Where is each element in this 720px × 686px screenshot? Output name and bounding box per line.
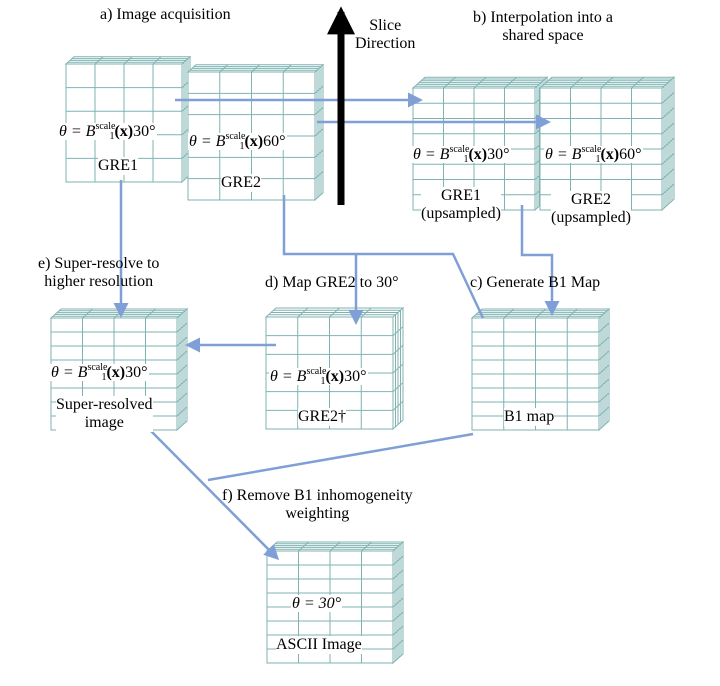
gre2-upsampled-label: GRE2(upsampled) <box>551 191 631 227</box>
gre2-equation: θ = Bscale1(x)60° <box>188 131 287 152</box>
b1map-volume <box>470 307 611 432</box>
b1map-label: B1 map <box>504 408 555 426</box>
step-a-label: a) Image acquisition <box>100 6 231 23</box>
gre1-upsampled-label: GRE1(upsampled) <box>421 187 501 223</box>
gre2dag-equation: θ = Bscale1(x)30° <box>269 366 368 387</box>
upsampled-to-b1map-arrow <box>520 205 560 316</box>
flow-arrows <box>113 92 560 561</box>
ascii-equation: θ = 30° <box>291 595 343 612</box>
gre2dag-label: GRE2† <box>298 408 346 426</box>
gre2-label: GRE2 <box>221 174 261 192</box>
gre1-up-equation: θ = Bscale1(x)30° <box>412 144 511 165</box>
gre2-to-b1map-arrow <box>282 195 485 319</box>
gre1-equation: θ = Bscale1(x)30° <box>58 121 157 142</box>
ascii-label: ASCII Image <box>276 636 362 654</box>
superres-equation: θ = Bscale1(x)30° <box>50 362 149 383</box>
step-d-label: d) Map GRE2 to 30° <box>265 274 399 291</box>
gre1-label: GRE1 <box>98 157 138 175</box>
superres-to-ascii-arrow <box>149 429 280 561</box>
step-c-label: c) Generate B1 Map <box>470 274 601 291</box>
gre2-up-equation: θ = Bscale1(x)60° <box>544 144 643 165</box>
b1map-to-ascii-connector <box>207 432 474 482</box>
